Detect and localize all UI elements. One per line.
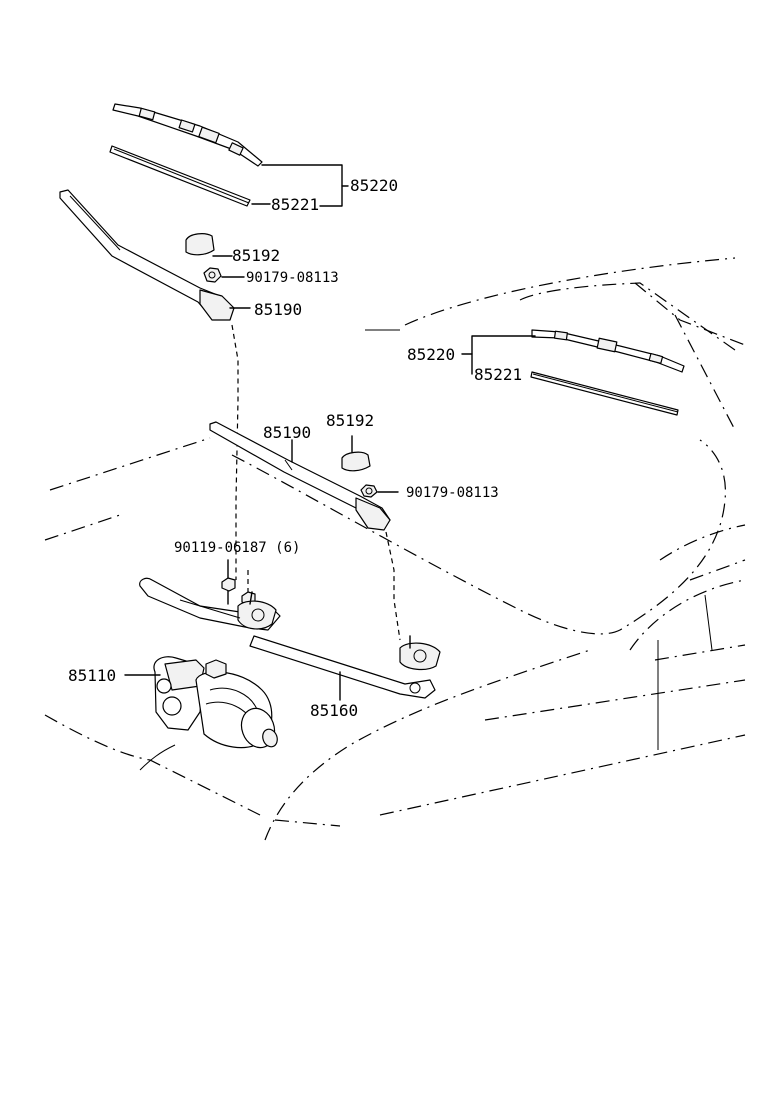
part-labels: 85220 85221 85192 90179-08113 85190 8522… [68,176,522,720]
label-85221-left: 85221 [271,195,319,214]
label-85110-motor: 85110 [68,666,116,685]
label-90179-center: 90179-08113 [406,485,499,501]
label-85220-right: 85220 [407,345,455,364]
wiper-link [139,577,441,699]
label-85160-link: 85160 [310,701,358,720]
label-85190-left: 85190 [254,300,302,319]
bolt-left [221,577,236,605]
left-nut [203,267,222,283]
center-nut [360,484,378,498]
wiper-motor [153,656,278,749]
right-wiper-blade-insert [530,371,679,416]
label-90179-left: 90179-08113 [246,270,339,286]
left-wiper-blade-insert [109,145,251,207]
label-90119-bolt: 90119-06187 (6) [174,540,300,556]
left-arm-cap [185,233,215,256]
label-85221-right: 85221 [474,365,522,384]
label-85190-center: 85190 [263,423,311,442]
left-wiper-arm [59,189,235,321]
center-arm-cap [341,451,371,472]
label-85220-left: 85220 [350,176,398,195]
label-85192-left: 85192 [232,246,280,265]
center-wiper-arm [209,421,391,531]
left-wiper-blade-assembly [112,103,263,167]
label-85192-center: 85192 [326,411,374,430]
car-body-outline [44,257,746,841]
right-wiper-blade-assembly [531,329,685,373]
